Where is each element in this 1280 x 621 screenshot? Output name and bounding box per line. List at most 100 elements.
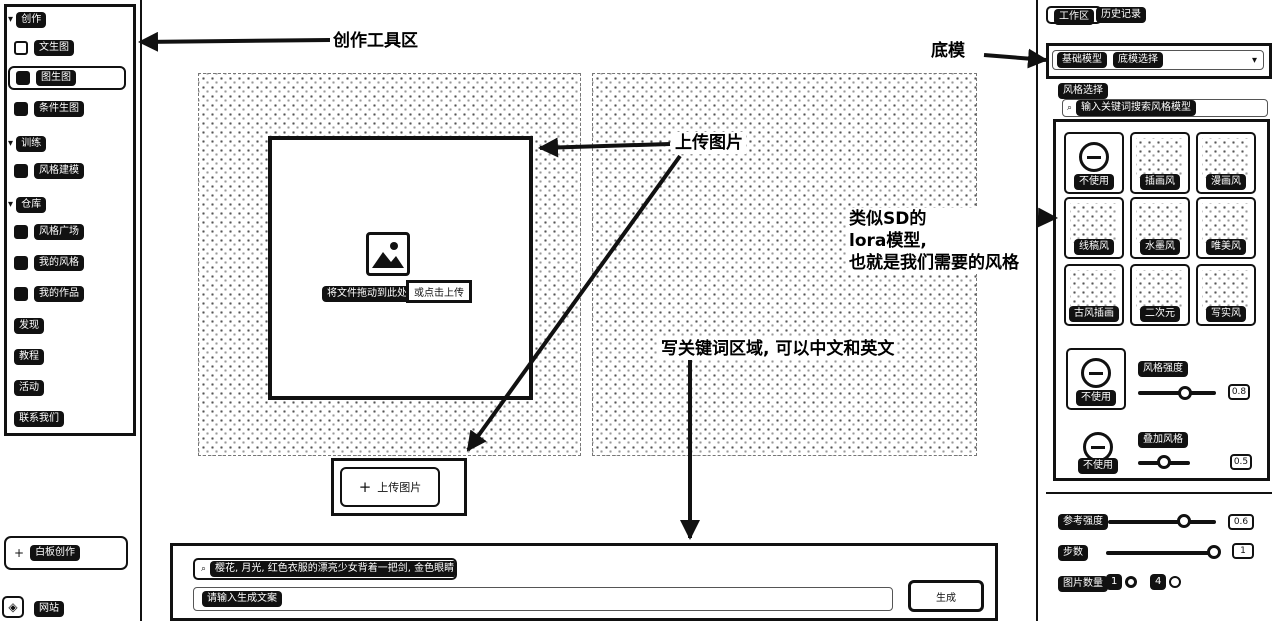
annotation-upload-image: 上传图片: [672, 132, 746, 154]
sidebar-item-my-styles[interactable]: 我的风格: [14, 251, 126, 275]
divider: [1046, 492, 1272, 494]
sidebar-link-events[interactable]: 活动: [14, 380, 44, 396]
text-image-icon: [14, 41, 28, 55]
style-thumbnail: [1070, 270, 1118, 310]
folder-icon: [14, 287, 28, 301]
style-tile-realistic[interactable]: 写实风: [1196, 264, 1256, 326]
extra-style-none[interactable]: 不使用: [1068, 424, 1128, 476]
base-model-select[interactable]: 基础模型 底模选择 ▾: [1052, 50, 1264, 70]
prompt-suggestion[interactable]: ⌕ 樱花, 月光, 红色衣服的漂亮少女背着一把剑, 金色眼睛, 双马尾: [193, 558, 457, 580]
slider-handle[interactable]: [1206, 545, 1221, 559]
reference-strength-value[interactable]: 0.6: [1228, 514, 1254, 530]
style-tile-lineart[interactable]: 线稿风: [1064, 197, 1124, 259]
image-icon: [16, 71, 30, 85]
sidebar-item-label: 我的风格: [34, 255, 84, 271]
sidebar-item-style-modeling[interactable]: 风格建模: [14, 159, 126, 183]
slider-handle[interactable]: [1157, 455, 1171, 469]
sidebar-item-img2img[interactable]: 图生图: [8, 66, 126, 90]
style-tile-anime[interactable]: 二次元: [1130, 264, 1190, 326]
style-strength-label: 风格强度: [1138, 361, 1188, 377]
style-section-label: 风格选择: [1058, 83, 1108, 99]
sidebar-item-text2img[interactable]: 文生图: [14, 36, 126, 60]
sidebar-link-contact[interactable]: 联系我们: [14, 411, 64, 427]
condition-icon: [14, 102, 28, 116]
image-count-option-1[interactable]: 1: [1106, 574, 1138, 590]
new-board-button[interactable]: + 白板创作: [4, 536, 128, 570]
sidebar-item-label: 条件生图: [34, 101, 84, 117]
sidebar-link-tutorial[interactable]: 教程: [14, 349, 44, 365]
tab-history[interactable]: 历史记录: [1090, 6, 1152, 24]
sidebar-item-label: 我的作品: [34, 286, 84, 302]
chevron-down-icon: ▾: [8, 199, 14, 210]
style-tile-none[interactable]: 不使用: [1064, 132, 1124, 194]
style-strength-none[interactable]: 不使用: [1066, 348, 1126, 410]
disabled-icon: [1081, 358, 1111, 388]
style-caption: 线稿风: [1074, 239, 1114, 255]
style-strength-label-text: 风格强度: [1138, 361, 1188, 377]
sidebar-section-create[interactable]: ▾ 创作: [8, 12, 47, 28]
disabled-icon: [1079, 142, 1109, 172]
chevron-down-icon: ▾: [1251, 54, 1257, 66]
style-thumbnail: [1070, 203, 1118, 243]
style-tile-ancient[interactable]: 古风插画: [1064, 264, 1124, 326]
slider-handle[interactable]: [1176, 514, 1191, 528]
annotation-base-model: 底模: [928, 40, 968, 62]
style-thumbnail: [1202, 270, 1250, 310]
chevron-down-icon: ▾: [8, 14, 14, 25]
sidebar-item-label: 图生图: [36, 70, 76, 86]
style-thumbnail: [1136, 270, 1184, 310]
shield-icon[interactable]: ◈: [2, 596, 24, 618]
image-count-label-text: 图片数量: [1058, 576, 1108, 592]
prompt-suggestion-text: 樱花, 月光, 红色衣服的漂亮少女背着一把剑, 金色眼睛, 双马尾: [210, 561, 455, 577]
sidebar-link-discover[interactable]: 发现: [14, 318, 44, 334]
style-search-text: 输入关键词搜索风格模型: [1076, 100, 1197, 116]
sidebar-item-label: 文生图: [34, 40, 74, 56]
style-tile-aesthetic[interactable]: 唯美风: [1196, 197, 1256, 259]
radio-selected-icon: [1125, 576, 1138, 588]
sidebar-section-repo[interactable]: ▾ 仓库: [8, 197, 47, 213]
param-label: 步数: [1058, 545, 1088, 561]
style-strength-value[interactable]: 0.8: [1228, 384, 1250, 400]
generate-button[interactable]: 生成: [908, 580, 984, 612]
vip-label-text: 网站: [34, 601, 64, 617]
style-thumbnail: [1202, 138, 1250, 178]
extra-style-label-text: 叠加风格: [1138, 432, 1188, 448]
reference-strength-slider[interactable]: [1108, 520, 1216, 524]
extra-style-label: 叠加风格: [1138, 432, 1188, 448]
sidebar-link-label: 教程: [14, 349, 44, 365]
style-tile-illustration[interactable]: 插画风: [1130, 132, 1190, 194]
style-search-input[interactable]: ⌕ 输入关键词搜索风格模型: [1062, 99, 1268, 117]
image-count-option-text: 1: [1106, 574, 1123, 590]
slider-handle[interactable]: [1177, 386, 1192, 400]
image-count-option-2[interactable]: 4: [1150, 574, 1182, 590]
sidebar-item-style-plaza[interactable]: 风格广场: [14, 220, 126, 244]
style-caption: 漫画风: [1206, 174, 1246, 190]
annotation-prompt-zone: 写关键词区域, 可以中文和英文: [658, 338, 898, 360]
radio-icon: [1169, 576, 1182, 588]
style-panel-highlight: [1053, 119, 1270, 481]
upload-dropzone[interactable]: 将文件拖动到此处 或点击上传: [268, 136, 533, 400]
upload-link[interactable]: 或点击上传: [406, 280, 472, 303]
image-icon: [366, 232, 410, 276]
sidebar-link-label: 发现: [14, 318, 44, 334]
extra-style-value[interactable]: 0.5: [1230, 454, 1252, 470]
annotation-lora-line: 也就是我们需要的风格: [849, 253, 1019, 273]
sidebar-highlight-frame: [4, 4, 136, 436]
sidebar-section-train[interactable]: ▾ 训练: [8, 136, 47, 152]
prompt-area: [170, 543, 998, 621]
annotation-tools-zone: 创作工具区: [330, 30, 421, 52]
sidebar-item-conditional[interactable]: 条件生图: [14, 97, 126, 121]
grid-icon: [14, 225, 28, 239]
upload-image-button[interactable]: + 上传图片: [340, 467, 440, 507]
steps-value[interactable]: 1: [1232, 543, 1254, 559]
sidebar-item-my-works[interactable]: 我的作品: [14, 282, 126, 306]
steps-slider[interactable]: [1106, 551, 1216, 555]
upload-button-highlight: [331, 458, 467, 516]
style-tile-comic[interactable]: 漫画风: [1196, 132, 1256, 194]
param-label: 参考强度: [1058, 514, 1108, 530]
palette-icon: [14, 256, 28, 270]
prompt-input[interactable]: 请输入生成文案: [193, 587, 893, 611]
style-strength-slider[interactable]: [1138, 391, 1216, 395]
style-tile-ink[interactable]: 水墨风: [1130, 197, 1190, 259]
image-count-label: 图片数量: [1058, 576, 1108, 592]
